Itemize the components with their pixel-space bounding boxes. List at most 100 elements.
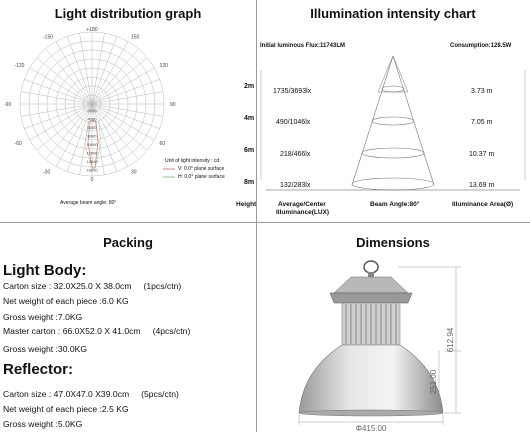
angle-label-top: +180 xyxy=(86,27,97,33)
polar-spoke xyxy=(91,103,163,117)
light-body-heading: Light Body: xyxy=(3,262,87,279)
angle-label-left: -150 xyxy=(43,34,53,40)
polar-spoke xyxy=(55,41,93,105)
angle-label-right: 60 xyxy=(160,141,166,147)
unit-label: Unit of light intensity : cd xyxy=(165,158,220,164)
polar-spoke xyxy=(91,103,117,172)
light-body-master-qty: (4pcs/ctn) xyxy=(152,326,191,336)
footer-height: Height xyxy=(236,201,257,208)
radial-label: 2000 xyxy=(88,108,98,113)
lux-8m: 132/283lx xyxy=(280,182,311,189)
polar-spoke xyxy=(55,103,93,167)
polar-spoke xyxy=(45,103,93,160)
angle-label-right: 90 xyxy=(170,102,176,108)
angle-label-right: 120 xyxy=(160,63,169,69)
polar-spoke xyxy=(91,48,139,105)
dimensions-title: Dimensions xyxy=(356,235,430,250)
angle-label-left: -120 xyxy=(14,63,24,69)
illumination-title: Illumination intensity chart xyxy=(310,6,476,21)
reflector-carton-size: Carton size : 47.0X47.0 X39.0cm(5pcs/ctn… xyxy=(3,389,179,399)
polar-spoke xyxy=(91,33,105,105)
light-distribution-title: Light distribution graph xyxy=(54,6,202,21)
polar-spoke xyxy=(91,103,139,160)
polar-spoke xyxy=(67,36,93,105)
reflector-net-weight: Net weight of each piece :2.5 KG xyxy=(3,404,129,414)
footer-lux-1: Average/Center xyxy=(278,201,326,208)
radial-label: 4000 xyxy=(88,117,98,122)
area-4m: 7.05 m xyxy=(471,119,493,126)
illumination-cone xyxy=(260,55,526,191)
polar-spoke xyxy=(29,67,93,105)
beam-angle-caption: Average beam angle: 80° xyxy=(60,200,117,206)
polar-spoke xyxy=(79,33,93,105)
luminous-flux: Initial luminous Flux:11743LM xyxy=(260,43,346,49)
light-body-carton-qty: (1pcs/ctn) xyxy=(143,281,182,291)
reflector-carton-qty: (5pcs/ctn) xyxy=(141,389,179,399)
angle-label-left: -30 xyxy=(43,170,50,176)
light-body-net-weight: Net weight of each piece :6.0 KG xyxy=(3,296,129,306)
lux-4m: 490/1046lx xyxy=(276,119,311,126)
vertical-divider-bottom xyxy=(256,222,257,432)
lamp-drawing: 612.94 251.00 Φ415.00 xyxy=(298,260,461,432)
polar-spoke xyxy=(91,103,148,151)
angle-label-left: -90 xyxy=(4,102,11,108)
height-8m: 8m xyxy=(244,179,255,186)
vertical-divider-top xyxy=(256,0,257,222)
polar-spoke xyxy=(67,103,93,172)
polar-spoke xyxy=(79,103,93,175)
polar-spoke xyxy=(91,103,155,141)
polar-spoke xyxy=(91,36,117,105)
lux-6m: 218/466lx xyxy=(280,151,311,158)
height-6m: 6m xyxy=(244,147,255,154)
legend-h-label: H: 0.0° plane surface xyxy=(178,174,225,180)
area-2m: 3.73 m xyxy=(471,88,493,95)
packing-title: Packing xyxy=(103,235,153,250)
polar-spoke xyxy=(91,57,148,105)
light-body-master-gross: Gross weight :30.0KG xyxy=(3,344,88,354)
polar-spoke xyxy=(45,48,93,105)
angle-label-left: -60 xyxy=(14,141,21,147)
polar-spoke xyxy=(29,103,93,141)
polar-spoke xyxy=(36,57,93,105)
lux-2m: 1735/3693lx xyxy=(273,88,312,95)
polar-spoke xyxy=(91,67,155,105)
v-plane-curve xyxy=(87,119,99,169)
polar-spoke xyxy=(24,79,93,105)
reflector-heading: Reflector: xyxy=(3,361,74,378)
radial-label: 8000 xyxy=(88,134,98,139)
reflector-shade xyxy=(298,344,444,414)
radial-label: 12000 xyxy=(86,151,98,156)
height-4m: 4m xyxy=(244,115,255,122)
footer-beam: Beam Angle:80° xyxy=(370,201,420,208)
angle-label-right: 150 xyxy=(131,34,140,40)
reflector-gross-weight: Gross weight :5.0KG xyxy=(3,419,83,429)
polar-spoke xyxy=(91,103,160,129)
polar-distribution-chart: +180 0 150 120 90 60 30 -150 -120 -90 -60 -30 200… xyxy=(4,27,176,183)
area-8m: 13.69 m xyxy=(469,182,495,189)
radial-label: 14000 xyxy=(86,159,98,164)
consumption: Consumption:128.5W xyxy=(450,43,512,49)
polar-spoke xyxy=(21,103,93,117)
radial-label: 16000 xyxy=(86,168,98,173)
light-body-gross-weight: Gross weight :7.0KG xyxy=(3,312,83,322)
angle-label-bottom: 0 xyxy=(91,177,94,183)
legend-v-label: V: 0.0° plane surface xyxy=(178,166,225,172)
diameter-label: Φ415.00 xyxy=(356,424,387,432)
height-reflector-label: 251.00 xyxy=(429,369,438,394)
polar-spoke xyxy=(36,103,93,151)
height-2m: 2m xyxy=(244,83,255,90)
angle-label-right: 30 xyxy=(131,170,137,176)
horizontal-divider xyxy=(0,222,530,223)
area-6m: 10.37 m xyxy=(469,151,495,158)
light-body-carton-size: Carton size : 32.0X25.0 X 38.0cm(1pcs/ct… xyxy=(3,281,182,291)
polar-spoke xyxy=(91,103,129,167)
polar-spoke xyxy=(91,79,160,105)
polar-spoke xyxy=(91,103,105,175)
h-plane-curve xyxy=(84,120,102,169)
radial-label: 10000 xyxy=(86,142,98,147)
top-cap xyxy=(333,276,409,294)
footer-lux-2: Illuminance(LUX) xyxy=(276,209,330,216)
footer-area: Illuminance Area(Ø) xyxy=(452,201,514,208)
polar-spoke xyxy=(91,41,129,105)
height-total-label: 612.94 xyxy=(446,327,455,352)
